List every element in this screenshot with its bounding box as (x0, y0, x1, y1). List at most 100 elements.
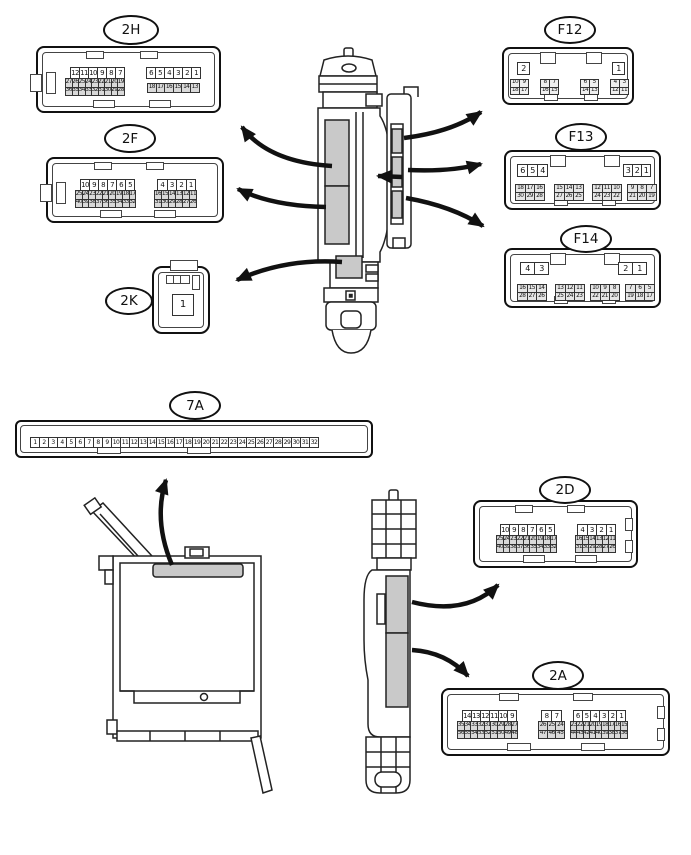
connector-pinout-2K: 1 (152, 260, 210, 334)
pin-cell: 1 (191, 67, 201, 79)
pin-cell: 13 (189, 83, 200, 93)
pin-cell: 32 (549, 543, 558, 553)
molding-notch (94, 162, 112, 170)
pin-cell: 25 (573, 192, 584, 201)
arrow-to-2F (236, 186, 327, 210)
keying-tab (657, 706, 665, 719)
molding-notch (567, 505, 585, 513)
connector-label-2F: 2F (104, 124, 156, 153)
pin-cell: 19 (646, 192, 657, 201)
arrow-to-2D (411, 583, 500, 609)
molding-notch (515, 505, 533, 513)
pin-row: 1 (172, 294, 194, 316)
pin-cell: 4 (520, 262, 535, 275)
pin-cell: 1 (172, 294, 194, 316)
molding-notch (604, 253, 620, 265)
arrow-attach-panel (376, 169, 403, 184)
connector-area-f14 (391, 190, 403, 219)
connector-area-2f (324, 185, 350, 245)
pin-group: 2 (517, 62, 530, 75)
pin-cell: 45 (555, 729, 566, 739)
pin-cell: 2 (517, 62, 530, 75)
connector-label-F14: F14 (560, 225, 612, 253)
connector-label-7A: 7A (169, 391, 221, 420)
pin-cell: 48 (510, 729, 519, 739)
keying-tab (625, 518, 633, 531)
pin-cell: 36 (620, 729, 628, 739)
arrow-to-F13 (407, 160, 483, 175)
keying-tab (30, 74, 42, 92)
arrow-to-7A (155, 478, 175, 566)
molding-notch (550, 253, 566, 265)
molding-notch (93, 100, 115, 108)
molding-notch (581, 743, 605, 751)
ecu-box-side-view (83, 496, 273, 794)
pin-cell: 15 (549, 86, 559, 95)
pin-cell: 26 (189, 198, 197, 208)
molding-notch (540, 52, 556, 64)
arrows (155, 110, 500, 678)
connector-area-f13 (391, 156, 403, 188)
connector-label-F12: F12 (544, 16, 596, 44)
molding-notch (550, 155, 566, 167)
pin-cell: 3 (534, 262, 549, 275)
molding-notch (573, 693, 593, 701)
connector-label-2A: 2A (532, 661, 584, 690)
pin-cell: 28 (534, 192, 545, 201)
molding-notch (507, 743, 531, 751)
keying-tab (46, 72, 56, 94)
pin-group: 1 (172, 294, 194, 316)
arrow-to-2H (240, 125, 333, 169)
pin-cell: 28 (117, 86, 125, 96)
connector-area-2h (324, 119, 350, 187)
pin-cell: 23 (574, 292, 585, 301)
molding-notch (146, 162, 164, 170)
pin-cell: 11 (619, 86, 629, 95)
connector-label-F13: F13 (555, 123, 607, 151)
connector-label-2K: 2K (105, 287, 153, 315)
pin-cell: 1 (641, 164, 651, 177)
molding-notch (575, 555, 597, 563)
